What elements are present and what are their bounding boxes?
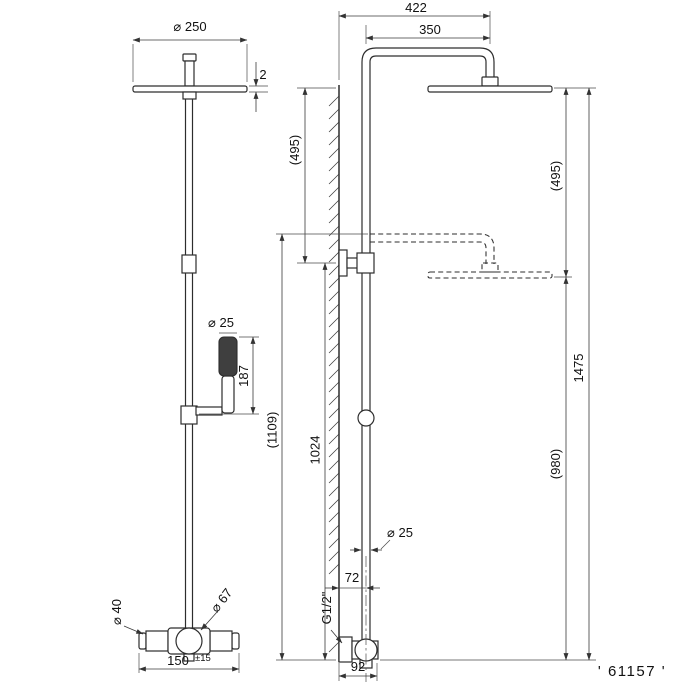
dim-head-thickness-label: 2 [259,67,266,82]
dim-total-height: 1475 [380,87,596,661]
dim-head-drop-right-label: (495) [548,161,563,191]
dim-total-reach: 422 [338,0,491,80]
dim-head-drop-left-label: (495) [287,135,302,165]
front-valve-left-cap [138,632,147,650]
dim-inlet-tolerance-label: ±15 [195,653,211,664]
dim-valve-knob-diameter-label: ⌀ 40 [109,599,124,625]
dim-inlet-spacing: 150 ±15 [138,653,240,673]
dim-thread-label: G1/2" [319,591,334,624]
front-valve-right-knob [209,630,233,652]
front-pipe-joint [181,254,197,274]
front-hand-shower [180,336,238,425]
front-slider [180,405,198,425]
side-head-disc [427,85,553,93]
dim-arm-reach: 350 [365,22,491,44]
wall-bracket [338,249,375,277]
dim-arm-reach-label: 350 [419,22,441,37]
slider-joint [357,409,375,427]
wall-hatching [328,95,340,653]
dim-column-span-alt-label: (1109) [265,412,280,449]
front-handshower-handle [221,375,235,414]
dim-head-diameter-label: ⌀ 250 [173,19,206,34]
dim-outlet-offset-label: 72 [345,570,359,585]
dim-total-reach-label: 422 [405,0,427,15]
side-riser-pipe [361,47,495,643]
side-shower-head-lower-dashed [370,233,553,279]
dim-outlet-offset: 72 [325,570,380,591]
front-riser-pipe [181,98,197,631]
front-stem-cap [182,53,197,62]
side-shower-head-upper [427,76,553,93]
outlet-assembly [338,556,379,682]
dim-total-height-label: 1475 [571,354,586,383]
dim-head-drop-left: (495) [287,87,336,264]
dim-head-diameter: ⌀ 250 [132,19,248,82]
dim-handshower-length-label: 187 [236,365,251,387]
front-head-disc [132,85,248,93]
side-view: 422 350 (495) (1109) 1024 [265,0,596,682]
wall [328,85,340,662]
front-valve-right-cap [231,632,240,650]
front-valve-face [175,627,203,655]
front-shower-head [132,53,248,100]
dim-valve-body-diameter-label: ⌀ 67 [208,585,236,615]
dim-outlet-depth: 92 [338,659,378,681]
dim-outlet-depth-label: 92 [351,659,365,674]
side-head-nut [481,76,499,87]
dim-handshower-length: 187 [199,336,259,415]
dim-thread: G1/2" [319,591,343,644]
front-stem [184,60,195,87]
dim-head-thickness: 2 [249,62,268,112]
dim-lower-span: (980) [548,276,569,661]
dim-handshower-diameter-label: ⌀ 25 [208,315,234,330]
front-handshower-head [218,336,238,377]
part-number: ' 61157 ' [598,663,666,680]
dim-inlet-spacing-label: 150 [167,653,189,668]
front-mixer-valve [138,627,240,662]
front-view: ⌀ 250 2 ⌀ 25 187 ⌀ 40 ⌀ 6 [109,19,268,673]
dim-column-span: 1024 [308,262,328,661]
front-head-nut [182,91,197,100]
dim-valve-knob-diameter: ⌀ 40 [109,599,144,635]
front-valve-left-knob [145,630,169,652]
dim-column-span-label: 1024 [308,436,323,465]
dim-handshower-diameter: ⌀ 25 [208,315,237,334]
dim-valve-body-diameter: ⌀ 67 [200,585,236,631]
dim-pipe-diameter-label: ⌀ 25 [387,525,413,540]
dim-lower-span-label: (980) [548,449,563,479]
dim-pipe-diameter: ⌀ 25 [350,525,413,553]
